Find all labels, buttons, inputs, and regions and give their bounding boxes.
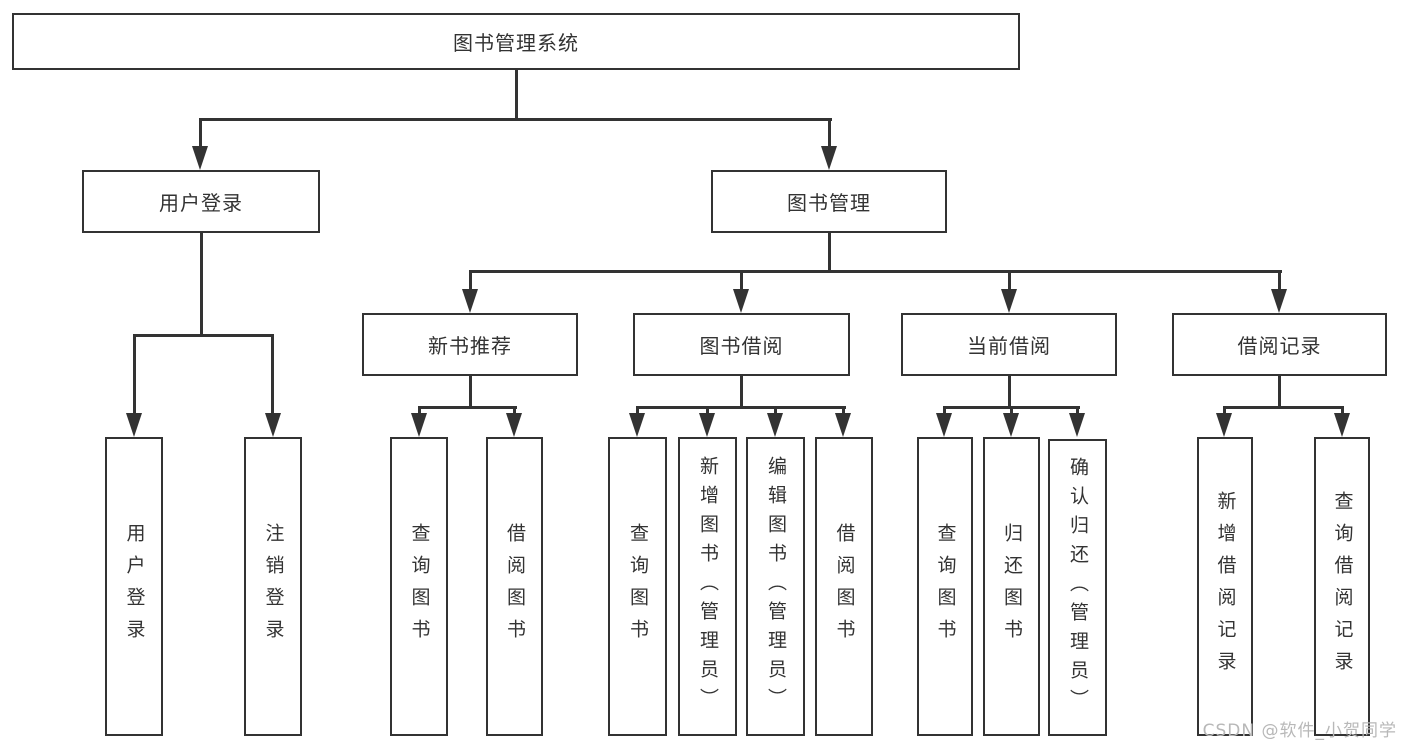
- leaf-user-login-label: 用户登录: [123, 522, 146, 651]
- arrowhead-icon: [835, 413, 851, 437]
- connector: [469, 376, 472, 409]
- leaf-query-book-borrow: 查询图书: [608, 437, 667, 736]
- leaf-query-book-recommend: 查询图书: [390, 437, 448, 736]
- leaf-query-book-current-label: 查询图书: [934, 522, 957, 651]
- arrowhead-icon: [1271, 289, 1287, 313]
- node-borrow-record: 借阅记录: [1172, 313, 1387, 376]
- leaf-query-borrow-record: 查询借阅记录: [1314, 437, 1370, 736]
- connector: [943, 406, 946, 418]
- connector: [133, 334, 274, 337]
- arrowhead-icon: [936, 413, 952, 437]
- leaf-return-book-label: 归还图书: [1001, 522, 1023, 651]
- leaf-borrow-book-recommend-label: 借阅图书: [504, 522, 526, 651]
- leaf-borrow-book-borrow-label: 借阅图书: [833, 522, 856, 651]
- arrowhead-icon: [1069, 413, 1085, 437]
- node-root: 图书管理系统: [12, 13, 1020, 70]
- arrowhead-icon: [411, 413, 427, 437]
- leaf-logout-label: 注销登录: [262, 522, 285, 651]
- connector: [1010, 406, 1013, 418]
- leaf-query-book-borrow-label: 查询图书: [627, 522, 649, 651]
- connector: [1076, 406, 1079, 418]
- node-book-management: 图书管理: [711, 170, 947, 233]
- connector: [1223, 406, 1344, 409]
- leaf-return-book: 归还图书: [983, 437, 1040, 736]
- leaf-add-book-admin-label: 新增图书（管理员）: [697, 456, 719, 717]
- connector: [828, 118, 831, 148]
- connector: [1341, 406, 1344, 418]
- leaf-query-book-current: 查询图书: [917, 437, 973, 736]
- leaf-query-book-recommend-label: 查询图书: [408, 522, 431, 651]
- arrowhead-icon: [265, 413, 281, 437]
- connector: [740, 376, 743, 409]
- connector: [1278, 376, 1281, 409]
- arrowhead-icon: [126, 413, 142, 437]
- connector: [1008, 270, 1011, 292]
- connector: [842, 406, 845, 418]
- leaf-edit-book-admin-label: 编辑图书（管理员）: [765, 456, 787, 717]
- connector: [418, 406, 517, 409]
- connector: [1008, 376, 1011, 409]
- arrowhead-icon: [506, 413, 522, 437]
- leaf-user-login: 用户登录: [105, 437, 163, 736]
- arrowhead-icon: [1003, 413, 1019, 437]
- leaf-query-borrow-record-label: 查询借阅记录: [1331, 490, 1354, 683]
- connector: [774, 406, 777, 418]
- connector: [1278, 270, 1281, 292]
- arrowhead-icon: [192, 146, 208, 170]
- connector: [1223, 406, 1226, 418]
- node-book-borrow: 图书借阅: [633, 313, 850, 376]
- connector: [469, 270, 472, 292]
- leaf-confirm-return-admin-label: 确认归还（管理员）: [1067, 457, 1089, 718]
- arrowhead-icon: [821, 146, 837, 170]
- connector: [740, 270, 743, 292]
- arrowhead-icon: [1001, 289, 1017, 313]
- node-user-login: 用户登录: [82, 170, 320, 233]
- connector: [199, 118, 202, 148]
- arrowhead-icon: [629, 413, 645, 437]
- leaf-add-borrow-record-label: 新增借阅记录: [1214, 490, 1237, 683]
- arrowhead-icon: [733, 289, 749, 313]
- connector: [199, 118, 832, 121]
- connector: [271, 334, 274, 416]
- arrowhead-icon: [767, 413, 783, 437]
- connector: [828, 233, 831, 273]
- arrowhead-icon: [1334, 413, 1350, 437]
- leaf-borrow-book-borrow: 借阅图书: [815, 437, 873, 736]
- connector: [636, 406, 639, 418]
- node-current-borrow: 当前借阅: [901, 313, 1117, 376]
- node-new-book-recommend: 新书推荐: [362, 313, 578, 376]
- connector: [133, 334, 136, 416]
- connector: [418, 406, 421, 418]
- arrowhead-icon: [1216, 413, 1232, 437]
- csdn-watermark: CSDN @软件_小贺同学: [1202, 721, 1397, 741]
- arrowhead-icon: [699, 413, 715, 437]
- leaf-logout: 注销登录: [244, 437, 302, 736]
- leaf-edit-book-admin: 编辑图书（管理员）: [746, 437, 805, 736]
- connector: [513, 406, 516, 418]
- connector: [636, 406, 846, 409]
- leaf-borrow-book-recommend: 借阅图书: [486, 437, 543, 736]
- connector: [469, 270, 1282, 273]
- leaf-add-borrow-record: 新增借阅记录: [1197, 437, 1253, 736]
- leaf-confirm-return-admin: 确认归还（管理员）: [1048, 439, 1107, 736]
- connector: [515, 70, 518, 121]
- arrowhead-icon: [462, 289, 478, 313]
- connector: [706, 406, 709, 418]
- leaf-add-book-admin: 新增图书（管理员）: [678, 437, 737, 736]
- connector: [200, 233, 203, 337]
